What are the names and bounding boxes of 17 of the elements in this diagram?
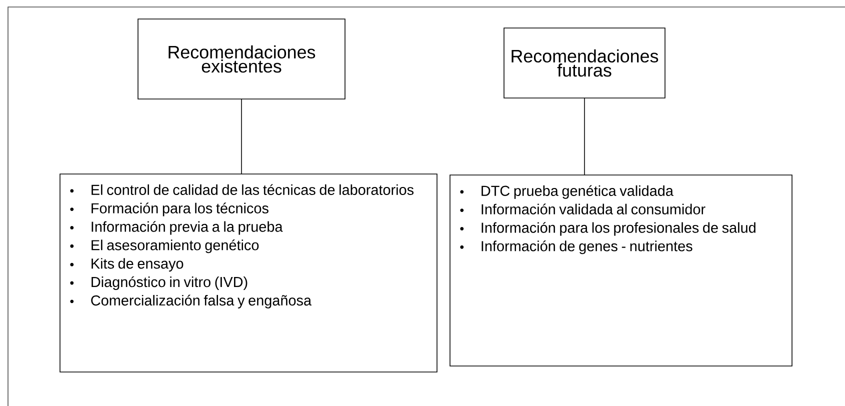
list-item: Comercialización falsa y engañosa bbox=[91, 294, 312, 308]
list-item: Diagnóstico in vitro (IVD) bbox=[92, 276, 248, 290]
heading-box: Recomendaciones futuras bbox=[504, 28, 666, 98]
list-box bbox=[450, 174, 792, 366]
connector-line bbox=[584, 98, 585, 176]
list-item: Información validada al consumidor bbox=[482, 204, 706, 214]
list-box bbox=[60, 174, 438, 372]
list-item: DTC prueba genética validada bbox=[482, 185, 674, 199]
connector-line bbox=[241, 98, 242, 174]
list-item: El asesoramiento genético bbox=[92, 240, 259, 254]
list-item: Información de genes - nutrientes bbox=[482, 240, 692, 254]
list-item: Formación para los técnicos bbox=[92, 202, 268, 216]
heading-box: Recomendaciones existentes bbox=[138, 18, 346, 100]
list-item: Información previa a la prueba bbox=[92, 221, 283, 235]
list-item: El control de calidad de las técnicas de laboratorios bbox=[92, 184, 414, 195]
list-item: Información para los profesionales de salud bbox=[482, 222, 756, 236]
list-item: Kits de ensayo bbox=[92, 258, 184, 272]
